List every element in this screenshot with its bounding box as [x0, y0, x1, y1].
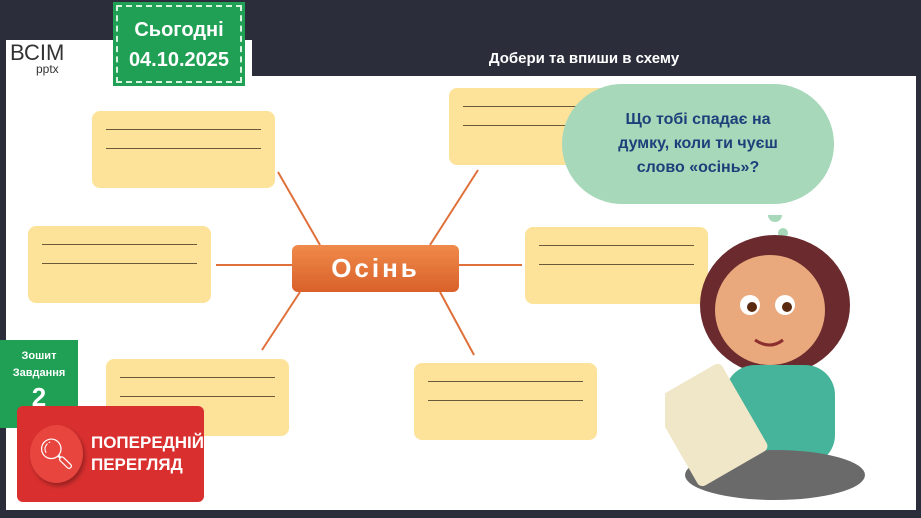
task-number: 2: [31, 382, 47, 412]
date-value: 04.10.2025: [128, 49, 230, 71]
answer-box[interactable]: [28, 226, 211, 303]
center-topic: Осінь: [292, 245, 459, 292]
preview-line2: ПЕРЕГЛЯД: [90, 455, 183, 474]
preview-line1: ПОПЕРЕДНІЙ: [90, 433, 204, 452]
arrow: [277, 171, 321, 246]
preview-button[interactable]: 🔍︎ ПОПЕРЕДНІЙ ПЕРЕГЛЯД: [17, 406, 204, 502]
date-badge: Сьогодні 04.10.2025: [113, 2, 245, 86]
logo-sub: pptx: [36, 62, 59, 76]
girl-illustration: [665, 215, 865, 500]
thought-cloud: Що тобі спадає на думку, коли ти чуєш сл…: [562, 84, 834, 204]
logo-text: ВСІМ: [10, 40, 65, 65]
cloud-text: Що тобі спадає на думку, коли ти чуєш сл…: [618, 111, 778, 176]
task-notebook: Зошит: [21, 350, 57, 362]
arrow: [439, 291, 475, 356]
answer-box[interactable]: [525, 227, 708, 304]
answer-box[interactable]: [414, 363, 597, 440]
slide-title: Добери та впиши в схему: [252, 40, 916, 76]
magnifier-icon: 🔍︎: [30, 425, 83, 483]
answer-box[interactable]: [92, 111, 275, 188]
task-assignment: Завдання: [12, 367, 66, 379]
arrow: [429, 169, 479, 246]
arrow: [261, 291, 301, 351]
date-label: Сьогодні: [134, 19, 224, 41]
